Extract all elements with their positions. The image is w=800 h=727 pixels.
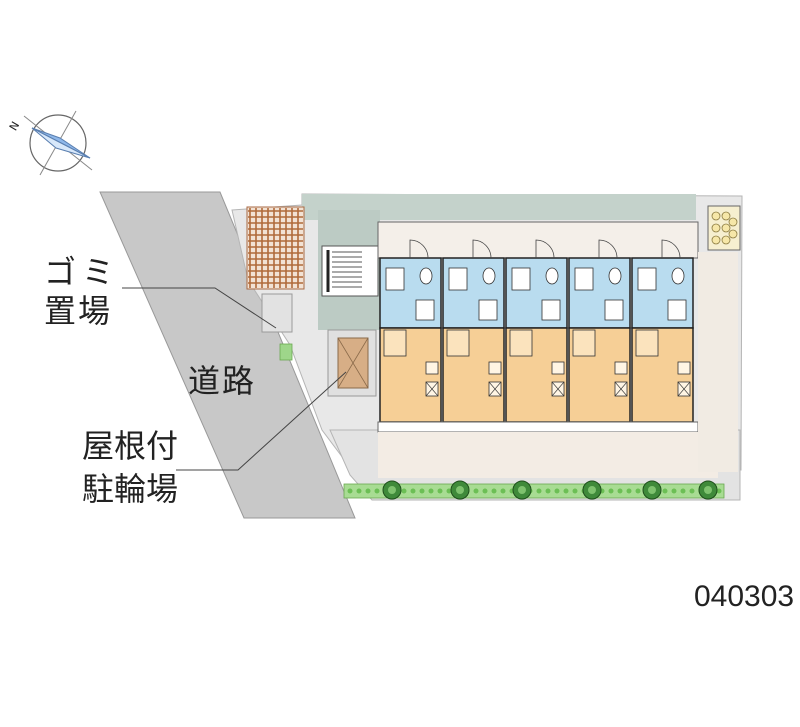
- right-yard: [698, 252, 738, 472]
- tree-icon: [450, 480, 470, 500]
- tree-icon: [698, 480, 718, 500]
- balcony-strip: [377, 421, 699, 433]
- property-code: 040303: [694, 580, 794, 613]
- tree-icon: [582, 480, 602, 500]
- apartment-unit: [505, 239, 568, 427]
- apartment-unit: [631, 239, 694, 427]
- bike-leader-line: [176, 371, 347, 471]
- trash-leader-line: [122, 287, 277, 329]
- tree-icon: [642, 480, 662, 500]
- apartment-unit: [442, 239, 505, 427]
- tree-icon: [382, 480, 402, 500]
- trash-planter: [279, 343, 293, 361]
- front-paving: [378, 432, 718, 478]
- apartment-units: [379, 239, 694, 427]
- compass-icon: N: [7, 110, 93, 176]
- trees: [382, 480, 718, 500]
- apartment-unit: [568, 239, 631, 427]
- utility-box: [707, 205, 741, 251]
- bike-label-line2: 駐輪場: [82, 470, 178, 508]
- staircase: [321, 245, 379, 297]
- brick-patio: [246, 206, 305, 290]
- road: [99, 191, 356, 519]
- trash-area: [261, 293, 293, 333]
- bike-label-line1: 屋根付: [82, 427, 178, 465]
- apartment-unit: [379, 239, 442, 427]
- trash-label-line2: 置場: [44, 292, 112, 330]
- covered-bike-parking: [327, 329, 377, 397]
- compass-north-letter: N: [7, 119, 22, 133]
- road-label: 道路: [188, 362, 256, 400]
- tree-icon: [512, 480, 532, 500]
- trash-label-line1: ゴミ: [44, 253, 120, 291]
